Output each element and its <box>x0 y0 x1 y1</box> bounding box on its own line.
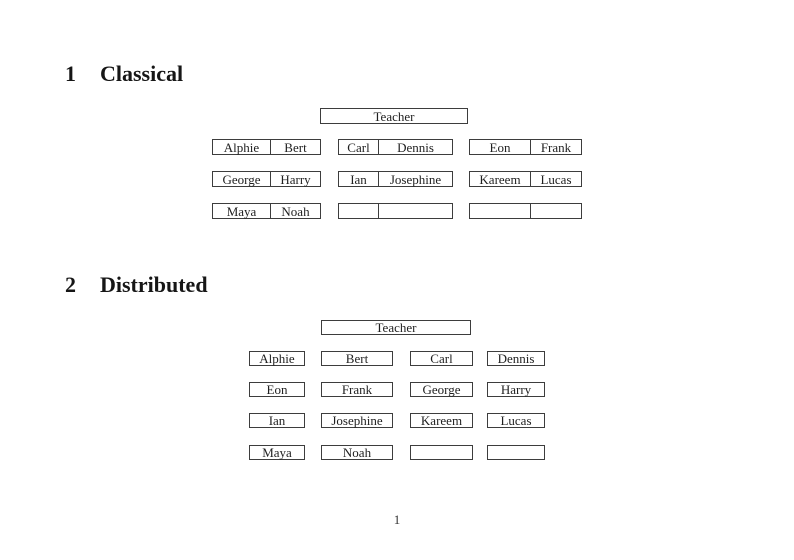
desk-seat: Lucas <box>540 171 572 187</box>
desk: Ian Josephine <box>338 171 453 187</box>
seat-box: Frank <box>321 382 393 397</box>
desk: Maya Noah <box>212 203 321 219</box>
desk: Carl Dennis <box>338 139 453 155</box>
seat-box-empty <box>410 445 473 460</box>
seat-box-empty <box>487 445 545 460</box>
seat-box: Noah <box>321 445 393 460</box>
seat-box: Dennis <box>487 351 545 366</box>
section-number: 1 <box>65 61 76 86</box>
section-number: 2 <box>65 272 76 297</box>
seat-box: Ian <box>249 413 305 428</box>
section-heading-classical: 1 Classical <box>65 63 183 85</box>
desk: Alphie Bert <box>212 139 321 155</box>
seat-box: Bert <box>321 351 393 366</box>
seat-box: Maya <box>249 445 305 460</box>
desk-seat-empty <box>339 204 379 218</box>
teacher-box: Teacher <box>321 320 471 335</box>
seat-box: Carl <box>410 351 473 366</box>
desk-seat: Kareem <box>470 172 531 186</box>
section-title: Classical <box>100 61 184 86</box>
seat-box: Harry <box>487 382 545 397</box>
page-number: 1 <box>393 512 401 527</box>
desk-seat: Alphie <box>213 140 271 154</box>
desk-seat: Harry <box>280 171 311 187</box>
seat-box: Kareem <box>410 413 473 428</box>
seat-box: Josephine <box>321 413 393 428</box>
desk-seat: Eon <box>470 140 531 154</box>
seat-box: Alphie <box>249 351 305 366</box>
desk-seat: Josephine <box>389 171 442 187</box>
desk-seat: Noah <box>281 203 310 219</box>
desk-seat: Bert <box>284 139 307 155</box>
seat-box: Eon <box>249 382 305 397</box>
desk-seat: Maya <box>213 204 271 218</box>
desk-seat: George <box>213 172 271 186</box>
desk: Eon Frank <box>469 139 582 155</box>
desk: George Harry <box>212 171 321 187</box>
desk-seat: Dennis <box>397 139 434 155</box>
desk <box>338 203 453 219</box>
desk-seat: Ian <box>339 172 379 186</box>
section-title: Distributed <box>100 272 208 297</box>
desk-seat-empty <box>470 204 531 218</box>
desk <box>469 203 582 219</box>
seat-box: George <box>410 382 473 397</box>
teacher-box: Teacher <box>320 108 468 124</box>
desk-seat: Carl <box>339 140 379 154</box>
desk: Kareem Lucas <box>469 171 582 187</box>
seat-box: Lucas <box>487 413 545 428</box>
section-heading-distributed: 2 Distributed <box>65 274 208 296</box>
desk-seat-empty <box>379 204 452 218</box>
desk-seat-empty <box>531 204 581 218</box>
desk-seat: Frank <box>540 139 572 155</box>
